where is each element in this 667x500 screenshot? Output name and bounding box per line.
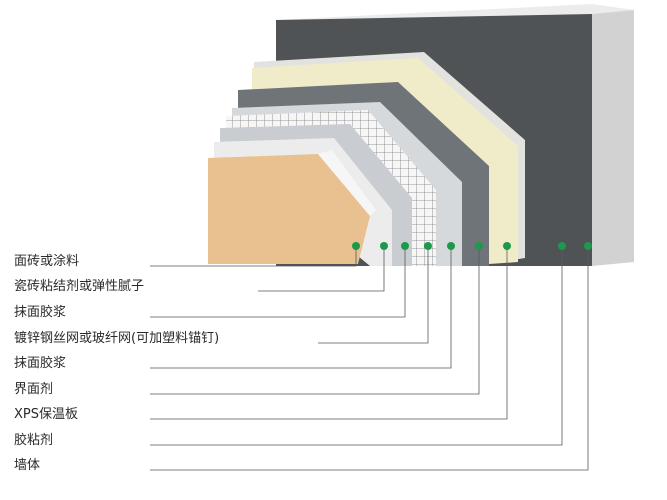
label-adhesive: 胶粘剂 xyxy=(14,433,54,448)
leader-plaster-mortar-2 xyxy=(150,246,452,369)
label-plaster-mortar-2: 抹面胶浆 xyxy=(14,356,67,371)
marker-tile-paint xyxy=(352,242,360,250)
marker-wall xyxy=(584,242,592,250)
leader-tile-adhesive xyxy=(258,246,385,292)
label-tile-adhesive: 瓷砖粘结剂或弹性腻子 xyxy=(14,279,145,294)
marker-xps-board xyxy=(503,242,511,250)
label-mesh: 镀锌钢丝网或玻纤网(可加塑料锚钉) xyxy=(14,331,220,346)
layer-tile-paint-edge xyxy=(318,150,376,216)
marker-plaster-mortar-1 xyxy=(401,242,409,250)
leader-tile-paint xyxy=(150,246,357,267)
leader-lines xyxy=(150,246,589,471)
wall-side-face xyxy=(592,10,634,266)
leader-adhesive xyxy=(150,246,563,446)
label-tile-paint: 面砖或涂料 xyxy=(14,254,80,269)
leader-wall xyxy=(150,246,589,471)
wall-top-face xyxy=(276,4,634,20)
leader-mesh xyxy=(318,246,429,344)
marker-adhesive xyxy=(558,242,566,250)
label-xps-board: XPS保温板 xyxy=(14,407,78,422)
label-wall: 墙体 xyxy=(14,458,41,473)
marker-interface-agent xyxy=(475,242,483,250)
label-interface-agent: 界面剂 xyxy=(14,382,54,397)
layer-markers xyxy=(352,242,592,250)
leader-plaster-mortar-1 xyxy=(150,246,406,318)
marker-mesh xyxy=(424,242,432,250)
marker-plaster-mortar-2 xyxy=(447,242,455,250)
layer-tile-paint xyxy=(208,154,370,264)
label-plaster-mortar-1: 抹面胶浆 xyxy=(14,305,67,320)
leader-xps-board xyxy=(150,246,508,420)
leader-interface-agent xyxy=(150,246,480,395)
marker-tile-adhesive xyxy=(380,242,388,250)
